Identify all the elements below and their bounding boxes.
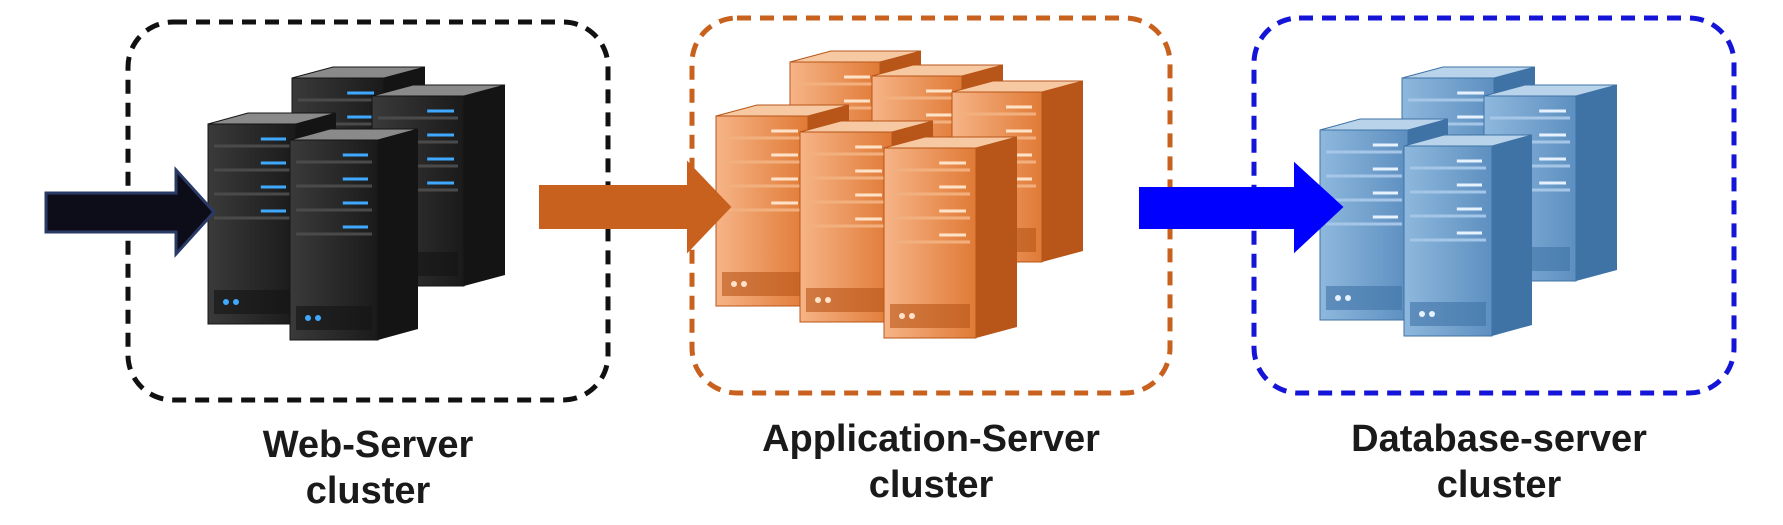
database-cluster-label: Database-server cluster	[1329, 416, 1669, 508]
web-server-group	[207, 66, 506, 341]
app-to-db-arrow	[1139, 161, 1344, 254]
application-cluster-label: Application-Server cluster	[736, 416, 1126, 508]
application-cluster-label-line1: Application-Server	[762, 418, 1100, 460]
web-cluster-label: Web-Server cluster	[228, 422, 508, 514]
web-server-4	[289, 128, 419, 341]
web-to-app-arrow	[539, 160, 732, 254]
database-server-4	[1403, 134, 1533, 337]
database-server-group	[1319, 66, 1618, 337]
application-server-6	[883, 136, 1018, 339]
web-cluster-label-line1: Web-Server	[262, 424, 474, 466]
application-server-4	[715, 104, 850, 307]
database-cluster-frame	[1251, 15, 1737, 396]
web-cluster-label-line2: cluster	[305, 470, 431, 512]
database-cluster-label-line2: cluster	[1436, 464, 1562, 506]
application-server-group	[715, 50, 1084, 339]
application-cluster-label-line2: cluster	[868, 464, 994, 506]
database-cluster-label-line1: Database-server	[1351, 418, 1647, 460]
input-arrow	[44, 166, 217, 258]
